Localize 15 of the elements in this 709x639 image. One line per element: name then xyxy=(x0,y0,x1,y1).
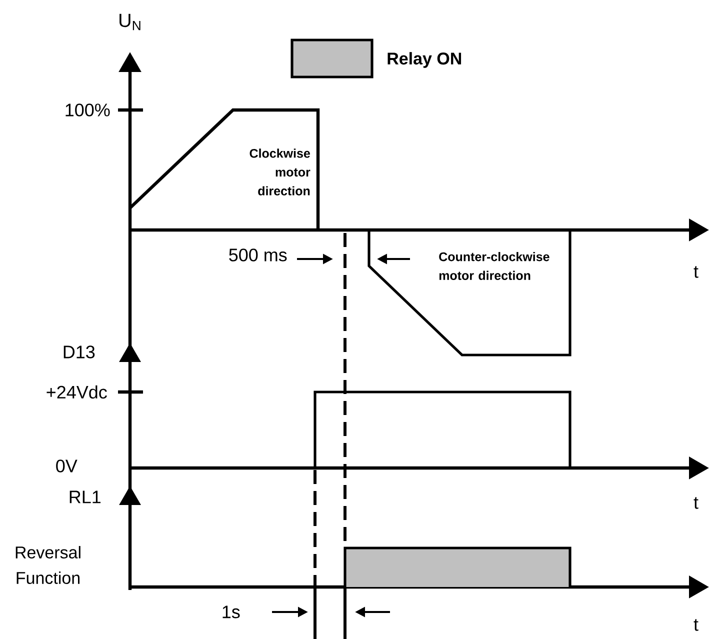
axis-label: t xyxy=(694,497,698,509)
curve-label: Clockwise motor direction xyxy=(250,148,310,196)
dimension-label: 1s xyxy=(222,606,240,618)
axis-label: t xyxy=(694,619,698,631)
curve-label: Counter-clockwise motor direction xyxy=(439,252,550,280)
axis-label: t xyxy=(694,266,698,278)
tick-label: +24Vdc xyxy=(46,385,107,399)
axis-label: U$_{N}$ xyxy=(120,14,140,30)
axis-label: Reversal Function xyxy=(16,546,80,584)
dimension-label: 500 ms xyxy=(229,248,287,262)
tick-label: 100% xyxy=(66,104,110,116)
axis-label: RL1 xyxy=(70,490,101,504)
legend-label: Relay ON xyxy=(388,52,462,68)
axis-label: D13 xyxy=(64,346,95,358)
tick-label: 0V xyxy=(56,460,78,472)
